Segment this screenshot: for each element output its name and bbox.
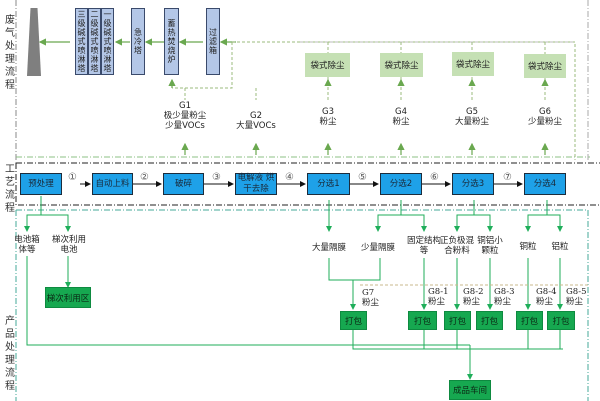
emission-g8-4-desc: 粉尘 xyxy=(536,297,554,307)
step-sorting-4: 分选4 xyxy=(524,173,566,195)
packing-box-4: 打包 xyxy=(476,311,503,330)
step-sorting-1: 分选1 xyxy=(307,173,350,195)
scrubber-3: 三级碱式喷淋塔 xyxy=(75,8,88,75)
product-cu-particles: 铜粒 xyxy=(519,242,537,252)
emission-g7-id: G7 xyxy=(362,288,375,298)
step-number-1: ① xyxy=(68,172,77,183)
step-number-3: ③ xyxy=(212,172,221,183)
packing-box-3: 打包 xyxy=(444,311,471,330)
product-fixed-structure: 固定结构 等 xyxy=(406,236,441,256)
step-auto-feed: 自动上料 xyxy=(92,173,133,195)
emission-g8-5-desc: 粉尘 xyxy=(566,297,584,307)
emission-g5-desc: 大量粉尘 xyxy=(454,117,489,127)
product-battery-case: 电池箱 体等 xyxy=(14,235,40,255)
bag-filter-3: 袋式除尘 xyxy=(452,52,494,76)
scrubber-2: 二级碱式喷淋塔 xyxy=(88,8,101,75)
emission-g4-desc: 粉尘 xyxy=(392,117,410,127)
product-small-separator: 少量隔膜 xyxy=(360,243,395,253)
packing-box-6: 打包 xyxy=(547,311,575,330)
quench-tower: 急冷塔 xyxy=(131,8,145,75)
packing-box-2: 打包 xyxy=(408,311,437,330)
emission-g8-2-desc: 粉尘 xyxy=(463,297,481,307)
process-section-border xyxy=(15,162,600,206)
section-label-exhaust: 废气处理流程 xyxy=(5,15,15,91)
emission-g8-3-desc: 粉尘 xyxy=(494,297,512,307)
emission-g8-3-id: G8-3 xyxy=(494,287,515,297)
emission-g6-desc: 少量粉尘 xyxy=(527,117,562,127)
emission-g3-id: G3 xyxy=(322,107,334,117)
section-label-process: 工艺流程 xyxy=(5,164,15,214)
emission-g2-id: G2 xyxy=(250,111,262,121)
emission-g2-desc: 大量VOCs xyxy=(236,121,276,131)
emission-g4-id: G4 xyxy=(395,107,407,117)
emission-g7-desc: 粉尘 xyxy=(362,298,380,308)
step-sorting-2: 分选2 xyxy=(380,173,422,195)
step-number-5: ⑤ xyxy=(358,172,367,183)
finished-goods-workshop: 成品车间 xyxy=(449,380,491,400)
packing-box-1: 打包 xyxy=(340,311,367,330)
emission-g5-id: G5 xyxy=(466,107,478,117)
emission-g8-4-id: G8-4 xyxy=(536,287,557,297)
scrubber-1: 一级碱式喷淋塔 xyxy=(101,8,114,75)
cascade-utilization-area: 梯次利用区 xyxy=(45,287,91,308)
bag-filter-1: 袋式除尘 xyxy=(305,53,350,77)
emission-g1-id: G1 xyxy=(179,101,191,111)
emission-g8-1-desc: 粉尘 xyxy=(428,297,446,307)
emission-g3-desc: 粉尘 xyxy=(319,117,337,127)
emission-g1-desc: 极少量粉尘 少量VOCs xyxy=(163,111,207,131)
rto-furnace: 蓄热焚烧炉 xyxy=(164,8,179,75)
product-al-particles: 铝粒 xyxy=(551,242,569,252)
product-large-separator: 大量隔膜 xyxy=(311,243,346,253)
bag-filter-4: 袋式除尘 xyxy=(524,54,566,78)
step-number-4: ④ xyxy=(285,172,294,183)
step-number-2: ② xyxy=(140,172,149,183)
step-number-6: ⑥ xyxy=(430,172,439,183)
emission-g6-id: G6 xyxy=(539,107,551,117)
emission-g8-2-id: G8-2 xyxy=(463,287,484,297)
step-electrolyte-drying: 电解液 烘干去除 xyxy=(235,173,277,195)
product-cu-al-particles: 铜铝小 颗粒 xyxy=(477,236,503,256)
step-pretreatment: 预处理 xyxy=(20,173,62,195)
step-crushing: 破碎 xyxy=(163,173,204,195)
product-cascade-battery: 梯次利用 电池 xyxy=(51,235,86,255)
step-number-7: ⑦ xyxy=(503,172,512,183)
section-label-product: 产品处理流程 xyxy=(5,316,15,392)
filter-box: 过滤箱 xyxy=(206,8,220,75)
product-electrode-mix: 正负极混 合粉料 xyxy=(439,236,474,256)
bag-filter-2: 袋式除尘 xyxy=(380,53,423,77)
emission-g8-5-id: G8-5 xyxy=(566,287,587,297)
step-sorting-3: 分选3 xyxy=(452,173,494,195)
packing-box-5: 打包 xyxy=(516,311,543,330)
chimney-icon xyxy=(27,8,41,76)
emission-g8-1-id: G8-1 xyxy=(428,287,449,297)
